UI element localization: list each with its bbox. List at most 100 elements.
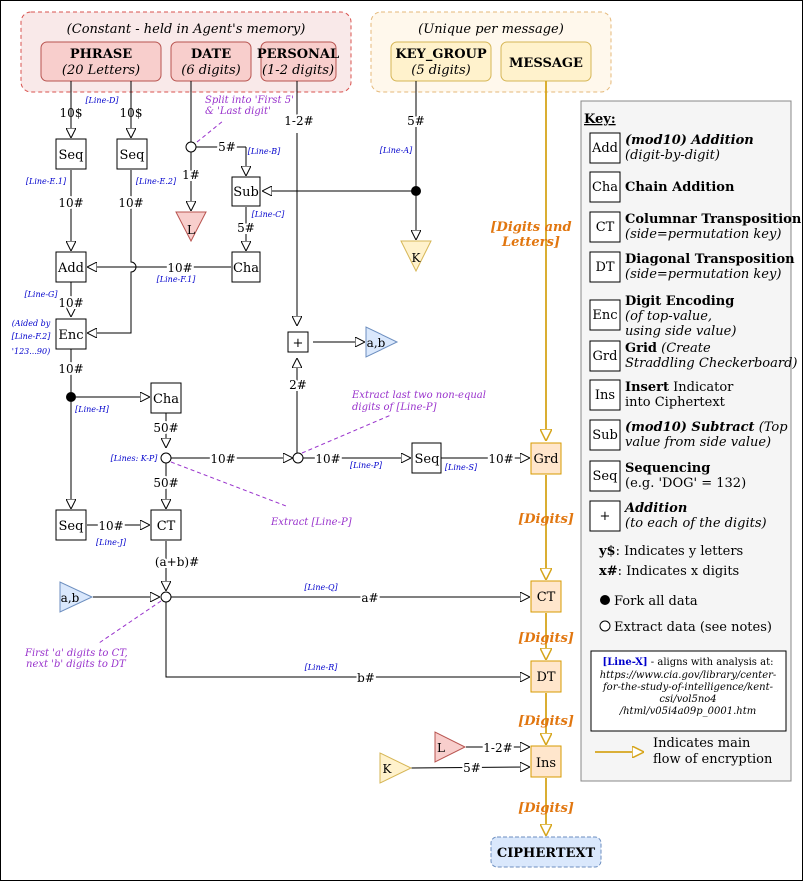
- key-url-2: for-the-study-of-intelligence/kent-: [602, 682, 774, 693]
- ref-line-b: [Line-B]: [248, 147, 281, 156]
- key-item-title: Addition: [623, 501, 687, 516]
- key-item-title-bold: Insert: [625, 380, 669, 395]
- cha1-label: Cha: [233, 261, 259, 276]
- personal-sub: (1-2 digits): [262, 63, 334, 78]
- key-group-sub: (5 digits): [411, 63, 470, 78]
- connectors: [71, 81, 530, 768]
- operation-boxes: [55, 138, 442, 541]
- seq2-box: [116, 138, 148, 170]
- edge-kp-50: 50#: [153, 476, 178, 490]
- ref-line-h: [Line-H]: [75, 405, 110, 414]
- ref-line-p: [Line-P]: [350, 461, 383, 470]
- key-item-title-rest: (Create: [657, 341, 711, 356]
- K-triangle-top-label: K: [412, 251, 422, 265]
- key-icon-box: [589, 251, 621, 283]
- key-item-title-bold: (mod10) Subtract: [625, 420, 755, 435]
- annotation-first-a-2: next 'b' digits to DT: [26, 659, 127, 670]
- K-triangle-bottom-label: K: [383, 762, 393, 776]
- edge-ct-ab: (a+b)#: [155, 555, 199, 569]
- key-item-title: Chain Addition: [625, 180, 735, 195]
- edge-b-hash: b#: [357, 671, 375, 685]
- ref-line-e1: [Line-E.1]: [26, 177, 67, 186]
- ref-line-d: [Line-D]: [85, 96, 119, 105]
- personal-title: PERSONAL: [257, 47, 339, 62]
- date-title: DATE: [191, 47, 231, 62]
- key-item-title: Insert Indicator: [625, 380, 734, 395]
- key-icon-box: [589, 340, 621, 372]
- key-item-title: Sequencing: [625, 461, 710, 476]
- flow-label-3: [Digits]: [518, 631, 574, 646]
- key-xh-bold: x#: [599, 564, 618, 579]
- ref-line-e2: [Line-E.2]: [136, 177, 177, 186]
- annotation-split-2: & 'Last digit': [205, 106, 271, 117]
- K-triangle-bottom: [379, 752, 413, 784]
- key-icon-label: Grd: [593, 349, 618, 364]
- ins-box: [530, 745, 562, 778]
- key-icon-label: +: [600, 509, 611, 524]
- ab-triangle-left-label: a,b: [61, 591, 80, 605]
- key-ys: y$: Indicates y letters: [598, 544, 743, 559]
- grd-box: [530, 442, 562, 475]
- annotation-split-1: Split into 'First 5': [205, 95, 294, 106]
- operation-labels: Seq Seq Sub Add Cha Enc + Cha Seq Grd Se…: [57, 148, 558, 771]
- phrase-title: PHRASE: [70, 47, 132, 62]
- key-ref-bold: [Line-X]: [603, 657, 648, 668]
- edge-plus-2: 2#: [289, 378, 307, 392]
- key-title: Key:: [584, 112, 616, 127]
- ref-aided-2: [Line-F.2]: [12, 332, 52, 341]
- edge-phrase2-10s: 10$: [120, 106, 143, 120]
- extract-point-p: [292, 452, 304, 464]
- annotation-first-a-1: First 'a' digits to CT,: [24, 648, 128, 659]
- edge-seq4-10: 10#: [98, 519, 123, 533]
- key-item-title: Grid (Create: [625, 341, 711, 356]
- key-item-title: (mod10) Addition: [625, 133, 754, 148]
- seq1-label: Seq: [59, 148, 84, 163]
- key-item-title-rest: (Top: [755, 420, 789, 435]
- key-icon-label: CT: [596, 220, 615, 235]
- key-item-title: Columnar Transposition: [625, 212, 802, 227]
- key-icon-label: DT: [595, 260, 614, 275]
- edge-split-1: 1#: [182, 168, 200, 182]
- key-group-title: KEY_GROUP: [395, 47, 487, 62]
- key-item-title-bold: Digit Encoding: [625, 294, 734, 309]
- edge-kp-10: 10#: [210, 452, 235, 466]
- annotation-extract-last-2: digits of [Line-P]: [352, 402, 437, 413]
- key-icon-box: [589, 299, 621, 331]
- flow-boxes: [530, 442, 562, 778]
- key-item-title: Digit Encoding: [625, 294, 734, 309]
- add-label: Add: [57, 261, 84, 276]
- cha2-label: Cha: [153, 392, 179, 407]
- plus-box: [287, 331, 309, 353]
- key-icon-box: [589, 460, 621, 492]
- key-fork-text: Fork all data: [614, 594, 698, 609]
- key-extract-circle: [599, 620, 611, 632]
- flow-label-2: [Digits]: [518, 512, 574, 527]
- key-item-desc: into Ciphertext: [625, 395, 726, 410]
- edge-p-10: 10#: [315, 452, 340, 466]
- key-item-desc: (side=permutation key): [625, 227, 781, 242]
- phrase-sub: (20 Letters): [62, 63, 140, 78]
- ref-line-q: [Line-Q]: [304, 583, 338, 592]
- key-ref-line: [Line-X] - aligns with analysis at:: [603, 657, 774, 668]
- key-icon-label: Add: [591, 141, 618, 156]
- sub-box: [231, 176, 261, 207]
- key-xh: x#: Indicates x digits: [599, 564, 739, 579]
- flow-label-1b: Letters]: [501, 235, 560, 250]
- ciphertext-label: CIPHERTEXT: [497, 846, 596, 861]
- ciphertext-box: [490, 836, 602, 868]
- key-icon-box: [589, 171, 621, 203]
- L-triangle-top-label: L: [187, 223, 195, 237]
- unique-group-label: (Unique per message): [418, 22, 564, 37]
- edge-seq3-10: 10#: [488, 452, 513, 466]
- key-item-title-bold: (mod10) Addition: [625, 133, 754, 148]
- seq3-box: [411, 442, 442, 474]
- ref-line-g: [Line-G]: [24, 290, 58, 299]
- key-item-title-bold: Diagonal Transposition: [625, 252, 795, 267]
- annotation-leaders: [98, 120, 392, 644]
- ins-label: Ins: [536, 756, 556, 771]
- plus-label: +: [293, 336, 304, 351]
- edge-a-hash: a#: [361, 591, 378, 605]
- flow-label-4: [Digits]: [518, 714, 574, 729]
